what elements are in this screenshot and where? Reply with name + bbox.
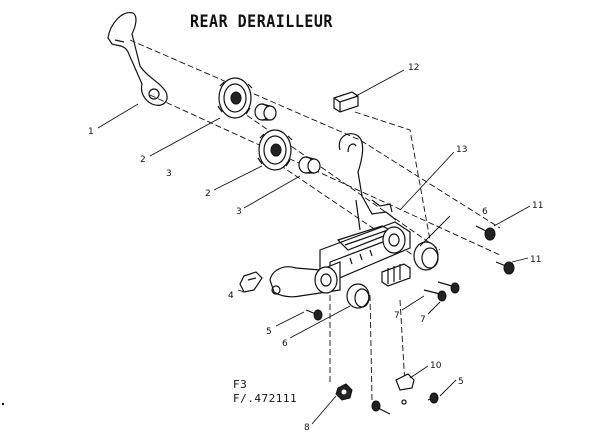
callout-3b: 3 — [236, 207, 242, 217]
callout-8: 8 — [304, 423, 310, 432]
screw-11-upper — [475, 225, 496, 241]
callout-2a: 2 — [140, 155, 146, 165]
callout-6a: 6 — [282, 339, 288, 349]
part-6-cylinder-lower — [346, 283, 370, 309]
part-10-clip — [395, 373, 415, 391]
callout-13: 13 — [456, 145, 467, 155]
diagram-title: REAR DERAILLEUR — [190, 10, 333, 32]
screw-5-left — [305, 309, 323, 321]
screw-bottom-center — [371, 399, 407, 415]
screw-11-lower — [495, 261, 515, 275]
part-pulley-lower — [257, 129, 293, 171]
part-lower-cage-arm — [269, 261, 341, 298]
assembly-axis-lines — [129, 39, 501, 401]
part-12-block — [333, 91, 359, 113]
callout-5a: 5 — [266, 327, 272, 337]
figure-code-line2: F/.472111 — [233, 392, 298, 405]
part-adjuster-block — [381, 263, 411, 287]
callout-12: 12 — [408, 63, 419, 73]
nut-8 — [335, 383, 353, 401]
callout-2b: 2 — [205, 189, 211, 199]
callout-3a: 3 — [166, 169, 172, 179]
screw-7-pair — [423, 281, 460, 302]
callout-7b: 7 — [420, 315, 426, 325]
callout-11a: 11 — [532, 201, 543, 211]
part-13-spring-arm — [338, 133, 397, 231]
stray-mark — [1, 402, 5, 406]
screw-5-right — [427, 392, 439, 404]
part-6-cylinder-right — [413, 241, 439, 271]
callout-5b: 5 — [458, 377, 464, 387]
callout-11b: 11 — [530, 255, 541, 265]
part-hanger-plate — [107, 12, 168, 106]
part-pulley-upper — [217, 77, 253, 119]
callout-1: 1 — [88, 127, 94, 137]
figure-code-line1: F3 — [233, 378, 248, 391]
callout-10: 10 — [430, 361, 442, 371]
callout-labels: 1 2 3 2 3 4 5 6 7 7 8 10 5 6 11 11 12 13 — [88, 63, 543, 432]
part-bushing-lower — [298, 156, 321, 174]
callout-4: 4 — [228, 291, 234, 301]
part-4-washer — [239, 271, 263, 293]
callout-7a: 7 — [394, 311, 400, 321]
part-bushing-upper — [254, 103, 277, 121]
callout-6b: 6 — [482, 207, 488, 217]
callout-leader-lines — [97, 69, 531, 425]
